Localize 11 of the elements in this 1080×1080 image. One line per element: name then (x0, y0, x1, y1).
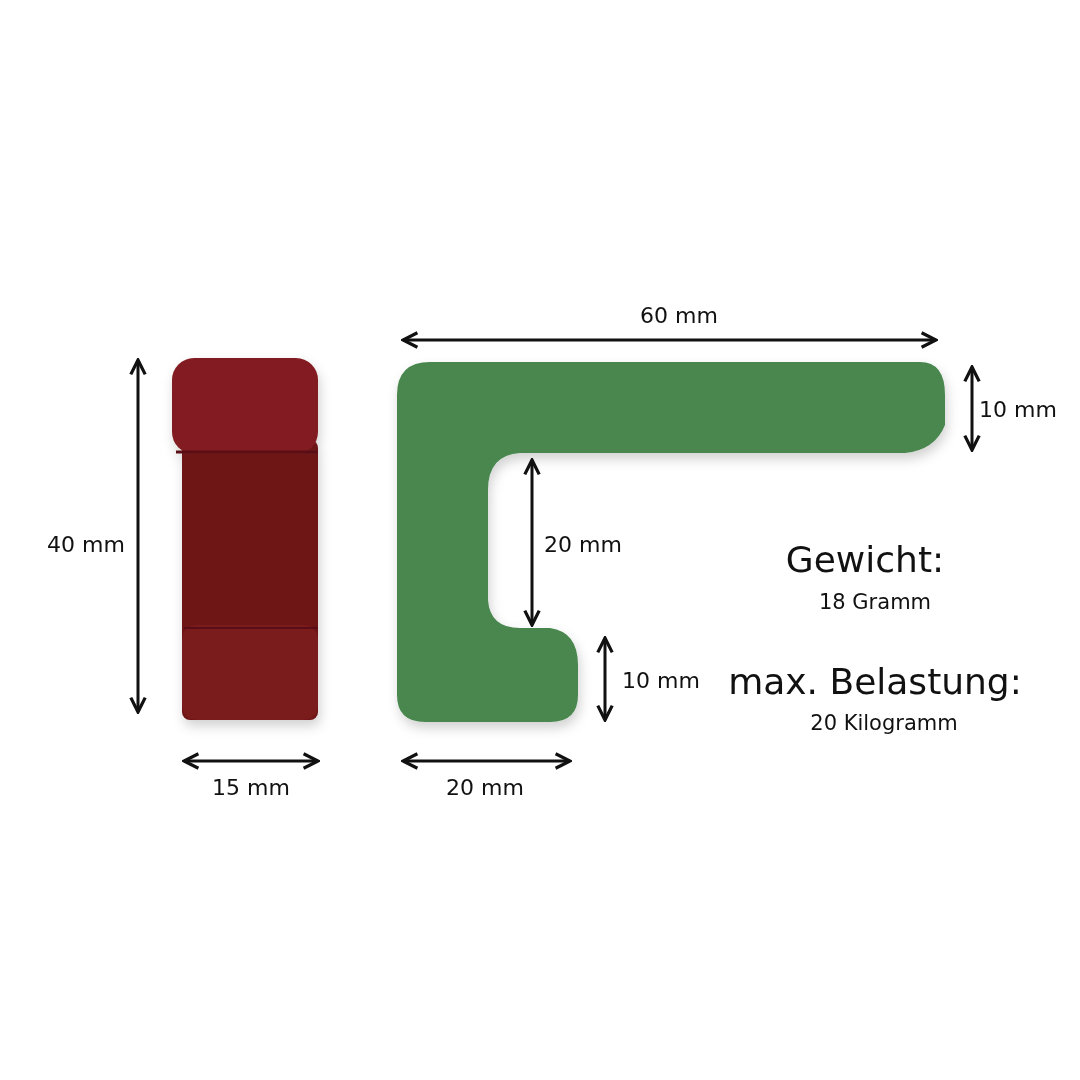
dimension-label: 40 mm (47, 532, 125, 558)
weight-value: 18 Gramm (818, 591, 932, 615)
dimension-label: 20 mm (446, 775, 524, 801)
weight-heading: Gewicht: (785, 540, 945, 580)
load-value: 20 Kilogramm (810, 712, 958, 736)
dimension-label: 60 mm (640, 303, 718, 329)
dimension-label: 10 mm (979, 397, 1057, 423)
dimension-label: 15 mm (212, 775, 290, 801)
dimension-label: 20 mm (544, 532, 622, 558)
dimension-label: 10 mm (622, 668, 700, 694)
load-heading: max. Belastung: (728, 662, 1022, 702)
